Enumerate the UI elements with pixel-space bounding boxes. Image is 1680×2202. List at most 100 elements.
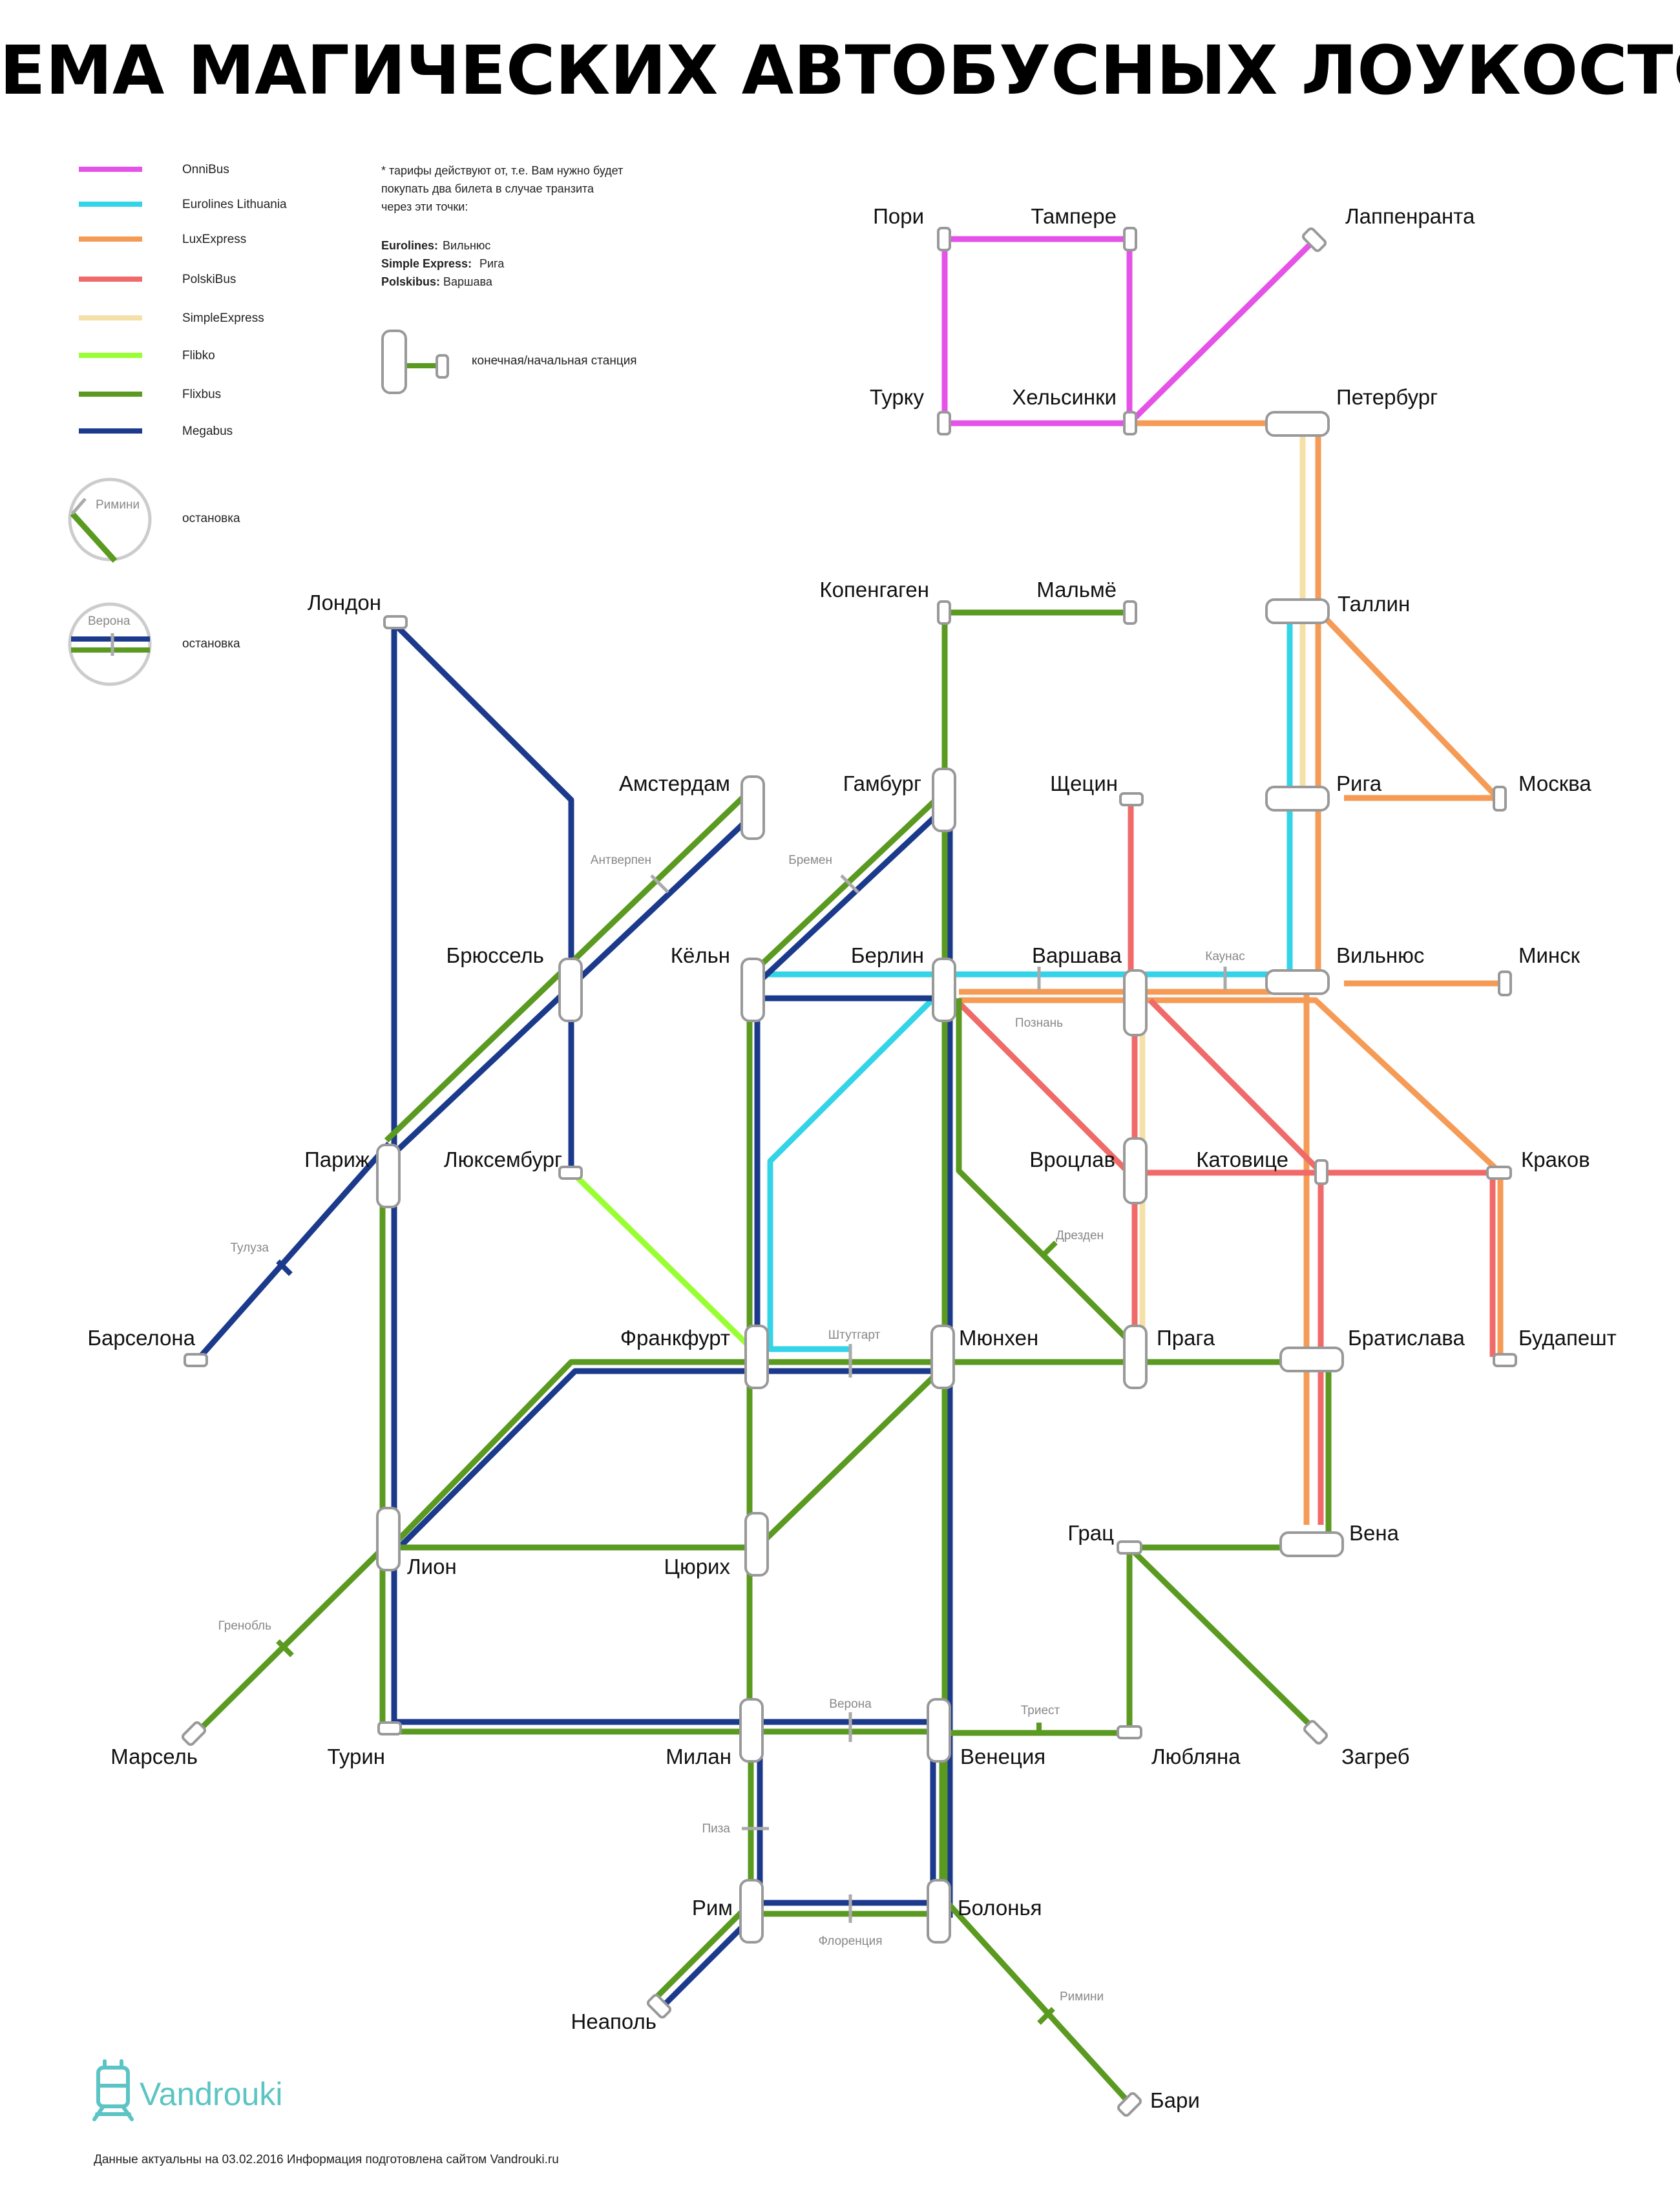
stop-label-kaunas: Каунас: [1205, 950, 1244, 963]
terminal-cologne[interactable]: [740, 958, 765, 1022]
terminal-frankfurt[interactable]: [744, 1325, 769, 1389]
terminal-venice[interactable]: [927, 1698, 951, 1763]
fare-note: * тарифы действуют от, т.е. Вам нужно бу…: [381, 164, 623, 288]
label-hamburg: Гамбург: [843, 771, 921, 795]
terminal-malmo[interactable]: [1123, 600, 1137, 625]
flixbus-zurich-munich: [755, 1367, 943, 1550]
terminal-copenhagen[interactable]: [937, 600, 951, 625]
terminal-turin[interactable]: [377, 1721, 402, 1735]
terminal-tampere[interactable]: [1123, 227, 1137, 251]
label-rome: Рим: [692, 1896, 733, 1920]
terminal-lappeenranta[interactable]: [1301, 227, 1327, 253]
terminal-zagreb[interactable]: [1303, 1719, 1328, 1745]
legend-label-polskibus: PolskiBus: [182, 273, 236, 286]
terminal-bologna[interactable]: [927, 1879, 951, 1944]
map-title: СХЕМА МАГИЧЕСКИХ АВТОБУСНЫХ ЛОУКОСТОВ: [0, 31, 1680, 110]
legend-label-simpleexpress: SimpleExpress: [182, 311, 264, 325]
terminal-vilnius[interactable]: [1265, 969, 1330, 995]
label-bologna: Болонья: [958, 1896, 1042, 1920]
legend-terminal-big: [381, 330, 407, 394]
terminal-graz[interactable]: [1117, 1540, 1142, 1555]
terminal-minsk[interactable]: [1498, 970, 1512, 996]
note-carrier-eurolines: Eurolines:: [381, 239, 438, 252]
terminal-krakow[interactable]: [1486, 1166, 1512, 1180]
route-flibko: [570, 1170, 755, 1352]
terminal-london[interactable]: [383, 615, 408, 629]
route-onnibus: [941, 235, 1319, 426]
label-warsaw: Варшава: [1032, 943, 1122, 967]
terminal-tallinn[interactable]: [1265, 598, 1330, 624]
terminal-marseille[interactable]: [181, 1721, 207, 1746]
legend-stop-circle-2: [68, 602, 152, 686]
megabus-london-brussels-luxembourg: [392, 621, 574, 1173]
note-point-eurolines: Вильнюс: [443, 239, 490, 252]
terminal-moscow[interactable]: [1493, 786, 1507, 812]
terminal-riga[interactable]: [1265, 786, 1330, 812]
legend-stop-line-1: [70, 511, 118, 563]
terminal-budapest[interactable]: [1493, 1353, 1517, 1367]
stop-label-trieste: Триест: [1021, 1704, 1060, 1717]
label-tallinn: Таллин: [1338, 592, 1410, 616]
spur-rimini: [1037, 2007, 1055, 2025]
tick-antwerp: [650, 874, 669, 894]
legend-stop-tick-1: [71, 498, 87, 515]
eurolines-berlin-stuttgart: [767, 986, 946, 1352]
terminal-bari[interactable]: [1117, 2092, 1142, 2117]
label-london: Лондон: [308, 591, 381, 614]
label-marseille: Марсель: [110, 1745, 198, 1768]
terminal-luxembourg[interactable]: [558, 1166, 583, 1180]
terminal-naples[interactable]: [646, 1993, 672, 2019]
terminal-helsinki[interactable]: [1123, 411, 1137, 435]
legend-stop-circle-1: [68, 477, 152, 561]
legend-stop-name-2: Верона: [88, 614, 131, 628]
flixbus-berlin-prague: [956, 998, 1135, 1347]
terminal-bratislava[interactable]: [1279, 1347, 1344, 1372]
terminal-munich[interactable]: [930, 1325, 955, 1389]
eurolines-tallinn-cologne: [762, 611, 1293, 978]
terminal-ljubljana[interactable]: [1117, 1725, 1142, 1739]
label-barcelona: Барселона: [87, 1326, 195, 1350]
terminal-lyon[interactable]: [376, 1507, 401, 1571]
label-paris: Париж: [304, 1148, 370, 1171]
terminal-brussels[interactable]: [558, 958, 583, 1022]
route-flixbus: [195, 609, 1332, 2106]
terminal-pori[interactable]: [937, 227, 951, 251]
label-szczecin: Щецин: [1050, 771, 1118, 795]
brand-logo: Vandrouki: [92, 2059, 282, 2121]
terminal-milan[interactable]: [739, 1698, 764, 1763]
label-minsk: Минск: [1518, 943, 1580, 967]
terminal-warsaw[interactable]: [1123, 969, 1148, 1036]
legend-terminal-label: конечная/начальная станция: [472, 354, 637, 368]
terminal-hamburg[interactable]: [932, 768, 956, 832]
terminal-berlin[interactable]: [932, 958, 956, 1022]
legend-label-flixbus: Flixbus: [182, 388, 221, 401]
stop-ticks: [650, 874, 1227, 1923]
terminal-katowice[interactable]: [1314, 1159, 1328, 1185]
terminal-paris[interactable]: [376, 1144, 401, 1208]
terminal-amsterdam[interactable]: [740, 775, 765, 840]
label-petersburg: Петербург: [1336, 385, 1438, 409]
terminal-turku[interactable]: [937, 411, 951, 435]
luxexpress-berlin-budapest: [959, 997, 1504, 1357]
footer-note: Данные актуальны на 03.02.2016 Информаци…: [94, 2153, 559, 2166]
terminal-petersburg[interactable]: [1265, 411, 1330, 437]
label-naples: Неаполь: [571, 2009, 656, 2033]
label-amsterdam: Амстердам: [619, 771, 730, 795]
note-line-1: * тарифы действуют от, т.е. Вам нужно бу…: [381, 164, 623, 177]
terminal-vienna[interactable]: [1279, 1531, 1344, 1557]
legend-stop-label-1: остановка: [182, 512, 240, 525]
terminal-szczecin[interactable]: [1119, 792, 1144, 806]
label-graz: Грац: [1067, 1521, 1114, 1545]
terminal-rome[interactable]: [739, 1879, 764, 1944]
stop-label-grenoble: Гренобль: [218, 1619, 272, 1633]
legend-label-megabus: Megabus: [182, 425, 233, 438]
note-point-simple: Рига: [479, 257, 505, 270]
terminal-barcelona[interactable]: [184, 1353, 208, 1367]
terminal-prague[interactable]: [1123, 1325, 1148, 1389]
stop-label-dresden: Дрезден: [1056, 1229, 1104, 1243]
spur-grenoble: [276, 1639, 294, 1657]
terminal-zurich[interactable]: [744, 1512, 769, 1577]
label-krakow: Краков: [1521, 1148, 1590, 1171]
label-ljubljana: Любляна: [1151, 1745, 1241, 1768]
terminal-wroclaw[interactable]: [1123, 1137, 1148, 1204]
